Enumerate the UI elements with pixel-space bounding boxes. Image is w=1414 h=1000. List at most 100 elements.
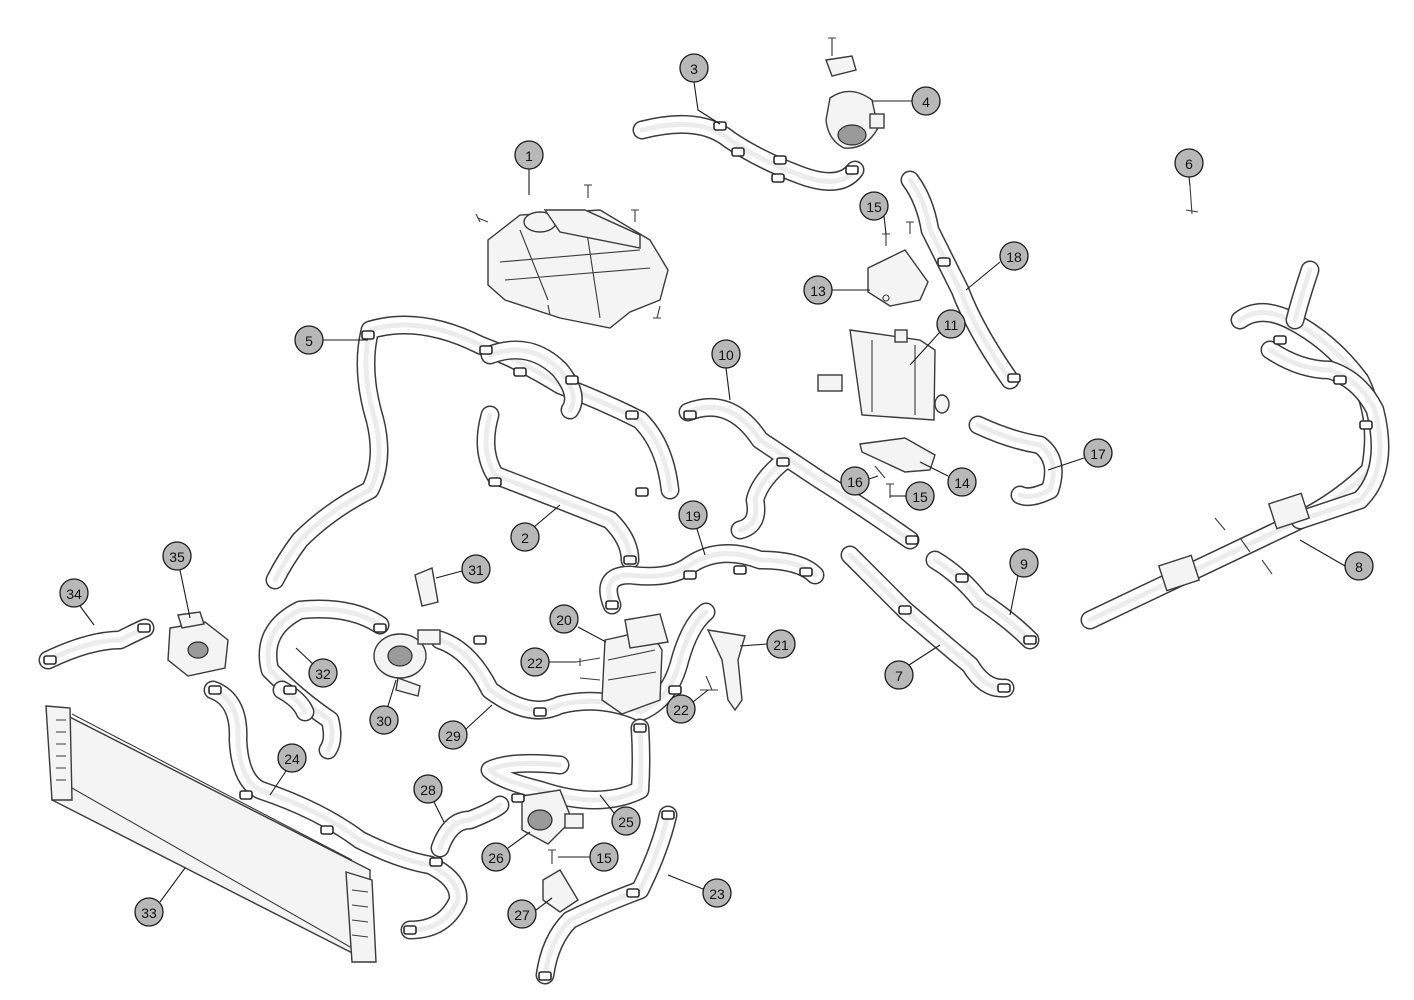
callout-30-number: 30 — [376, 713, 392, 729]
hose-clamp — [137, 623, 151, 633]
callout-29: 29 — [438, 720, 468, 750]
pump-26 — [521, 789, 584, 864]
hose-clamp — [43, 655, 57, 665]
callout-16-leader — [868, 475, 879, 480]
components — [45, 37, 1311, 964]
callout-7-leader — [908, 644, 941, 666]
callout-16-circle — [840, 466, 870, 496]
callout-25-number: 25 — [618, 814, 634, 830]
callout-15-a-circle — [859, 191, 889, 221]
callout-18: 18 — [999, 241, 1029, 271]
callout-25: 25 — [611, 806, 641, 836]
callout-35: 35 — [162, 541, 192, 571]
hose-clamp — [661, 810, 675, 820]
leader-lines — [79, 81, 1346, 911]
callout-8-circle — [1344, 551, 1374, 581]
callout-6-circle — [1174, 148, 1204, 178]
expansion-tank — [487, 209, 669, 329]
callout-9-leader — [1009, 574, 1019, 616]
callout-14-leader — [919, 461, 949, 477]
hose-clamp — [776, 457, 790, 467]
hose-clamp — [625, 410, 639, 420]
hose-clamp — [845, 165, 859, 175]
callout-13-number: 13 — [810, 283, 826, 299]
callout-19-circle — [678, 500, 708, 530]
callout-11-circle — [936, 309, 966, 339]
hose-clamp — [626, 888, 640, 898]
hose-2 — [476, 405, 640, 570]
callout-15-c-number: 15 — [596, 850, 612, 866]
callout-27: 27 — [507, 899, 537, 929]
callout-28-circle — [413, 774, 443, 804]
callout-25-circle — [611, 806, 641, 836]
callout-21: 21 — [766, 629, 796, 659]
callout-15-a-leader — [883, 215, 887, 235]
hose-25 — [480, 718, 651, 810]
callout-24: 24 — [277, 743, 307, 773]
callout-18-number: 18 — [1006, 249, 1022, 265]
callout-2-number: 2 — [521, 530, 529, 546]
callout-33: 33 — [134, 897, 164, 927]
callout-21-leader — [739, 643, 768, 647]
hose-3 — [632, 114, 865, 191]
bracket-31 — [414, 567, 439, 607]
callout-31-circle — [461, 554, 491, 584]
callout-22-b: 22 — [666, 694, 696, 724]
callout-14-circle — [947, 467, 977, 497]
callout-5-number: 5 — [305, 333, 313, 349]
pump-30 — [373, 629, 441, 697]
hose-clamp — [429, 857, 443, 867]
callout-17-leader — [1047, 457, 1085, 471]
callout-30: 30 — [369, 705, 399, 735]
callout-21-circle — [766, 629, 796, 659]
callout-22-a-circle — [520, 647, 550, 677]
callout-19: 19 — [678, 500, 708, 530]
callout-23-number: 23 — [709, 886, 725, 902]
hose-clamp — [208, 685, 222, 695]
hose-clamp — [799, 567, 813, 577]
hose-8-top — [1080, 303, 1383, 630]
hose-clamp — [713, 121, 727, 131]
callout-32-leader — [295, 647, 314, 665]
callout-18-leader — [965, 261, 1001, 291]
callout-19-leader — [696, 528, 706, 556]
hose-clamp — [565, 375, 579, 385]
callout-34-circle — [59, 578, 89, 608]
callout-9-circle — [1009, 548, 1039, 578]
callout-15-b-circle — [905, 481, 935, 511]
callout-1-circle — [514, 140, 544, 170]
hose-clamp — [633, 723, 647, 733]
callout-9: 9 — [1009, 548, 1039, 578]
bolts-15-top — [882, 221, 914, 246]
callout-23: 23 — [702, 878, 732, 908]
hose-23 — [535, 805, 678, 985]
callout-34-leader — [79, 605, 95, 626]
callout-2-circle — [510, 522, 540, 552]
callout-33-leader — [159, 867, 186, 903]
callout-15-a: 15 — [859, 191, 889, 221]
callout-10-circle — [711, 339, 741, 369]
hose-5 — [265, 315, 680, 590]
bracket-14 — [859, 437, 936, 473]
callout-19-number: 19 — [685, 508, 701, 524]
callout-22-a-number: 22 — [527, 655, 543, 671]
callout-13-circle — [803, 275, 833, 305]
hose-clamp — [605, 600, 619, 610]
callout-23-circle — [702, 878, 732, 908]
module-11 — [817, 329, 950, 421]
callout-15-b: 15 — [905, 481, 935, 511]
callout-13: 13 — [803, 275, 833, 305]
callout-3-circle — [679, 53, 709, 83]
hose-clamp — [283, 685, 297, 695]
hose-8-bottom — [1260, 340, 1390, 530]
callout-26: 26 — [481, 842, 511, 872]
callout-18-circle — [999, 241, 1029, 271]
callout-32-circle — [308, 658, 338, 688]
callout-8-leader — [1299, 539, 1346, 567]
callout-27-circle — [507, 899, 537, 929]
hose-clamp — [1007, 373, 1021, 383]
callout-33-circle — [134, 897, 164, 927]
callout-2: 2 — [510, 522, 540, 552]
hose-clamp — [473, 635, 487, 645]
callout-8-number: 8 — [1355, 559, 1363, 575]
